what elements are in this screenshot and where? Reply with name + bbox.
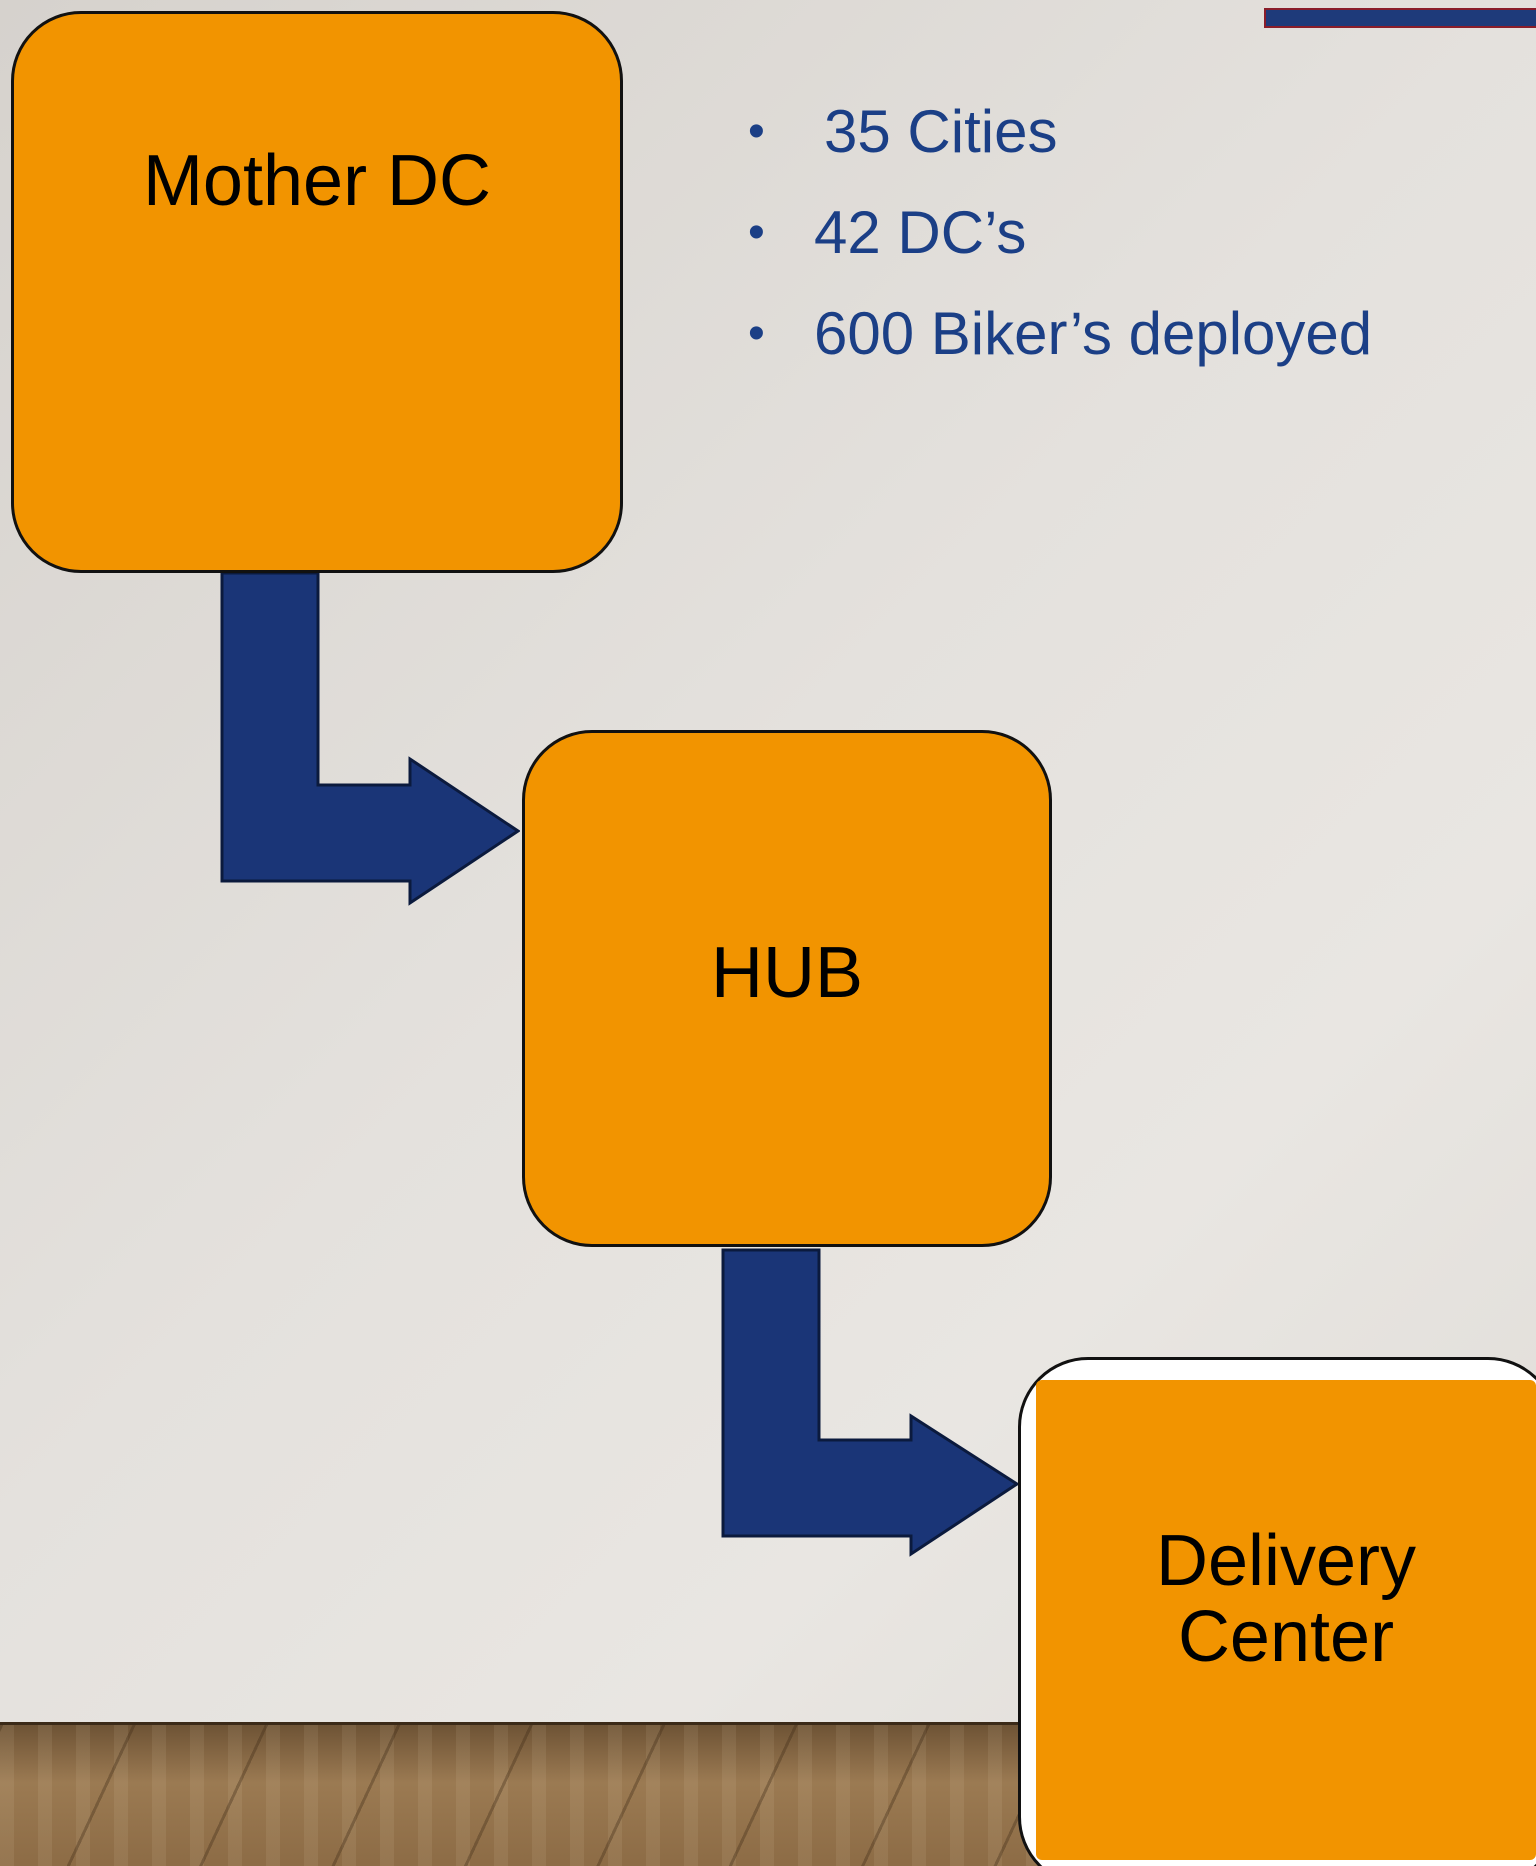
hub-box: HUB bbox=[522, 730, 1052, 1247]
delivery-center-label: Delivery Center bbox=[1155, 1521, 1417, 1677]
stat-item: • 600 Biker’s deployed bbox=[740, 292, 1372, 393]
bent-arrow-1 bbox=[220, 573, 520, 906]
stat-item: • 35 Cities bbox=[740, 90, 1372, 191]
bullet-icon: • bbox=[748, 105, 765, 158]
mother-dc-label: Mother DC bbox=[142, 141, 492, 222]
bullet-icon: • bbox=[748, 307, 765, 360]
stat-text: 35 Cities bbox=[824, 98, 1058, 165]
mother-dc-box: Mother DC bbox=[11, 11, 623, 573]
delivery-center-box: Delivery Center bbox=[1036, 1380, 1536, 1860]
stats-list: • 35 Cities • 42 DC’s • 600 Biker’s depl… bbox=[740, 90, 1372, 393]
stat-text: 600 Biker’s deployed bbox=[814, 300, 1373, 367]
accent-bar bbox=[1264, 8, 1536, 28]
bullet-icon: • bbox=[748, 206, 765, 259]
bent-arrow-2 bbox=[721, 1248, 1020, 1557]
hub-label: HUB bbox=[710, 932, 863, 1013]
stat-text: 42 DC’s bbox=[814, 199, 1027, 266]
stat-item: • 42 DC’s bbox=[740, 191, 1372, 292]
